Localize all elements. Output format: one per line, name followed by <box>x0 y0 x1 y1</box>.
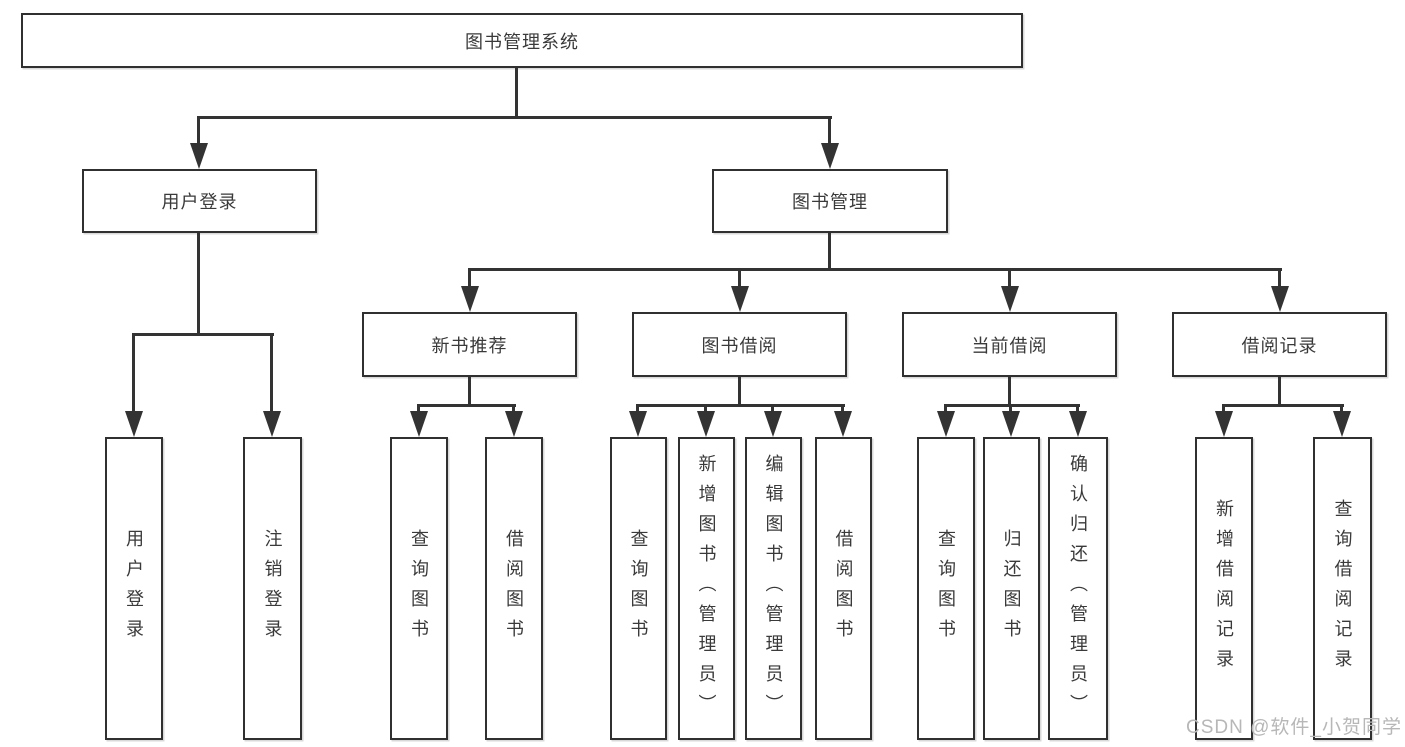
arrowhead-icon <box>125 411 143 437</box>
arrowhead-icon <box>505 411 523 437</box>
leaf-confirm-return-admin: 确认归还（管理员） <box>1048 437 1108 740</box>
connector-drop-new-book <box>468 268 471 290</box>
arrowhead-icon <box>697 411 715 437</box>
connector-drop-current-borrowing <box>1008 268 1011 290</box>
leaf-borrow-books-recommend: 借阅图书 <box>485 437 543 740</box>
arrowhead-icon <box>1271 286 1289 312</box>
leaf-query-books-current: 查询图书 <box>917 437 975 740</box>
connector-root-stem <box>515 68 518 118</box>
leaf-user-login-label: 用户登录 <box>124 528 144 649</box>
connector-drop-leaf-logout <box>270 333 273 415</box>
leaf-add-book-admin: 新增图书（管理员） <box>678 437 735 740</box>
arrowhead-icon <box>1215 411 1233 437</box>
arrowhead-icon <box>834 411 852 437</box>
node-book-borrowing-label: 图书借阅 <box>701 335 778 356</box>
leaf-query-books-borrowing-label: 查询图书 <box>628 528 649 649</box>
leaf-borrow-books-borrowing-label: 借阅图书 <box>833 528 854 649</box>
node-library-management-system: 图书管理系统 <box>21 13 1023 68</box>
leaf-user-login: 用户登录 <box>105 437 163 740</box>
connector-drop <box>1340 404 1343 416</box>
arrowhead-icon <box>937 411 955 437</box>
connector-book-management-stem <box>828 233 831 270</box>
connector-new-book-hbar <box>417 404 516 407</box>
connector-user-login-hbar <box>132 333 274 336</box>
leaf-query-books-borrowing: 查询图书 <box>610 437 667 740</box>
connector-drop-leaf-user-login <box>132 333 135 415</box>
leaf-edit-book-admin-label: 编辑图书（管理员） <box>763 453 784 724</box>
leaf-borrow-books-recommend-label: 借阅图书 <box>504 528 524 649</box>
node-book-management: 图书管理 <box>712 169 948 233</box>
connector-current-borrowing-stem <box>1008 377 1011 406</box>
arrowhead-icon <box>764 411 782 437</box>
leaf-logout: 注销登录 <box>243 437 302 740</box>
connector-book-borrowing-hbar <box>636 404 845 407</box>
node-book-management-label: 图书管理 <box>792 192 868 212</box>
node-new-book-recommend-label: 新书推荐 <box>431 335 508 356</box>
node-borrowing-records-label: 借阅记录 <box>1241 335 1318 356</box>
connector-drop <box>771 404 774 416</box>
connector-drop <box>512 404 515 416</box>
node-current-borrowing: 当前借阅 <box>902 312 1117 377</box>
node-book-borrowing: 图书借阅 <box>632 312 847 377</box>
leaf-add-borrow-record: 新增借阅记录 <box>1195 437 1253 740</box>
arrowhead-icon <box>1333 411 1351 437</box>
connector-borrowing-records-stem <box>1278 377 1281 406</box>
node-user-login-label: 用户登录 <box>161 192 238 212</box>
connector-drop-book-management <box>828 116 831 149</box>
connector-drop <box>417 404 420 416</box>
watermark: CSDN @软件_小贺同学 <box>1186 717 1402 738</box>
leaf-query-books-recommend-label: 查询图书 <box>409 528 429 649</box>
connector-current-borrowing-hbar <box>944 404 1080 407</box>
connector-book-borrowing-stem <box>738 377 741 406</box>
node-current-borrowing-label: 当前借阅 <box>971 335 1048 356</box>
connector-drop-borrowing-records <box>1278 268 1281 290</box>
connector-book-management-hbar <box>468 268 1282 271</box>
leaf-query-books-recommend: 查询图书 <box>390 437 448 740</box>
leaf-return-book: 归还图书 <box>983 437 1040 740</box>
connector-root-hbar <box>198 116 832 119</box>
leaf-edit-book-admin: 编辑图书（管理员） <box>745 437 802 740</box>
connector-drop <box>704 404 707 416</box>
node-library-management-system-label: 图书管理系统 <box>465 31 579 52</box>
connector-new-book-stem <box>468 377 471 406</box>
leaf-query-borrow-record-label: 查询借阅记录 <box>1332 498 1353 679</box>
arrowhead-icon <box>821 143 839 169</box>
leaf-confirm-return-admin-label: 确认归还（管理员） <box>1068 453 1088 724</box>
connector-drop-book-borrowing <box>738 268 741 290</box>
connector-borrowing-records-hbar <box>1222 404 1344 407</box>
connector-drop <box>1009 404 1012 416</box>
node-new-book-recommend: 新书推荐 <box>362 312 577 377</box>
arrowhead-icon <box>410 411 428 437</box>
leaf-query-borrow-record: 查询借阅记录 <box>1313 437 1372 740</box>
connector-drop <box>944 404 947 416</box>
leaf-add-book-admin-label: 新增图书（管理员） <box>696 453 717 724</box>
arrowhead-icon <box>461 286 479 312</box>
leaf-return-book-label: 归还图书 <box>1001 528 1022 649</box>
connector-drop <box>841 404 844 416</box>
arrowhead-icon <box>1069 411 1087 437</box>
leaf-query-books-current-label: 查询图书 <box>936 528 956 649</box>
connector-drop <box>1076 404 1079 416</box>
arrowhead-icon <box>629 411 647 437</box>
arrowhead-icon <box>190 143 208 169</box>
connector-drop <box>636 404 639 416</box>
leaf-borrow-books-borrowing: 借阅图书 <box>815 437 872 740</box>
arrowhead-icon <box>263 411 281 437</box>
connector-user-login-stem <box>197 233 200 335</box>
leaf-logout-label: 注销登录 <box>262 528 283 649</box>
connector-drop <box>1222 404 1225 416</box>
arrowhead-icon <box>1001 286 1019 312</box>
arrowhead-icon <box>1002 411 1020 437</box>
node-borrowing-records: 借阅记录 <box>1172 312 1387 377</box>
leaf-add-borrow-record-label: 新增借阅记录 <box>1214 498 1234 679</box>
node-user-login: 用户登录 <box>82 169 317 233</box>
connector-drop-user-login <box>197 116 200 149</box>
arrowhead-icon <box>731 286 749 312</box>
